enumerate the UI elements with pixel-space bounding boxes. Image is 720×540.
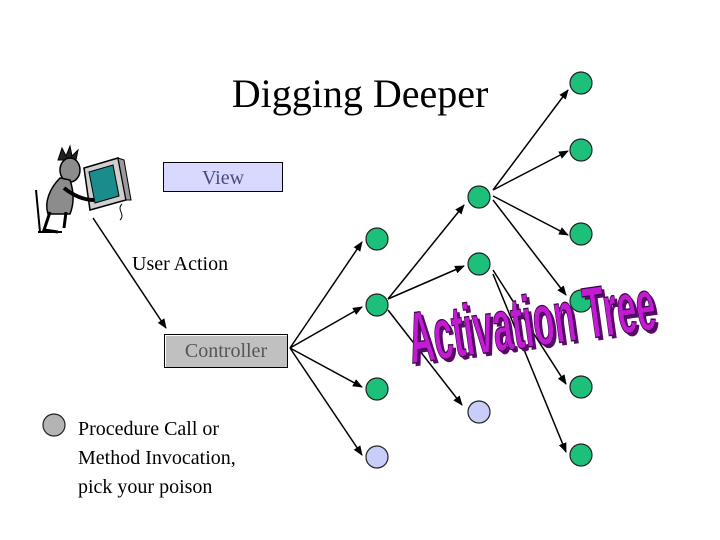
call-node-2 [365,293,389,317]
arrow-node-2-to-node-6 [387,265,465,300]
arrow-user-to-controller [92,217,167,329]
call-node-f [569,443,593,467]
legend-line-1: Procedure Call or [78,418,220,440]
arrow-node-2-to-node-7 [387,309,463,406]
legend-node-icon [42,413,66,437]
call-node-c [569,222,593,246]
arrow-node-2-to-node-5 [387,204,465,300]
call-node-6 [467,252,491,276]
call-node-a [569,71,593,95]
view-box: View [163,162,283,192]
arrow-controller-to-node-1 [289,241,363,349]
arrow-node-5-to-node-b [492,150,569,191]
call-node-b [569,138,593,162]
arrow-node-6-to-node-e [492,269,567,385]
arrow-controller-to-node-3 [289,347,363,388]
user-action-label: User Action [132,253,229,275]
arrow-node-5-to-node-c [492,195,569,236]
activation-tree-wordart: Activation Tree Activation Tree [402,264,663,383]
legend-line-3: pick your poison [78,476,213,498]
call-nodes [42,71,593,469]
legend-line-2: Method Invocation, [78,447,236,469]
arrow-node-5-to-node-d [492,199,567,296]
call-node-1 [365,227,389,251]
controller-box: Controller [164,334,288,368]
person-at-computer-icon [35,144,132,234]
call-arrows [92,89,569,456]
call-node-d [569,289,593,313]
call-node-4 [365,445,389,469]
call-node-e [569,375,593,399]
call-node-7 [467,400,491,424]
arrow-controller-to-node-2 [289,306,363,349]
slide-title: Digging Deeper [231,71,489,116]
arrow-node-5-to-node-a [492,89,569,191]
arrow-node-6-to-node-f [492,273,567,453]
legend-text: Procedure Call or Method Invocation, pic… [78,415,236,502]
arrow-controller-to-node-4 [289,347,363,456]
call-node-3 [365,377,389,401]
call-node-5 [467,185,491,209]
wordart-text: Activation Tree [403,264,661,380]
